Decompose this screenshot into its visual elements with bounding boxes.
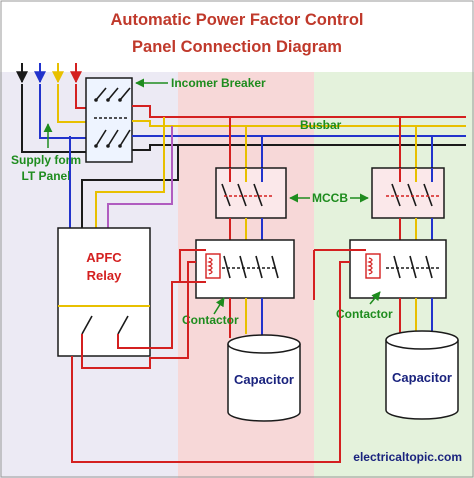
incoming-supply: [16, 63, 88, 153]
capacitor-icon: [227, 334, 301, 422]
apfc-label-line-2: Relay: [87, 268, 122, 283]
contactor-1: [195, 239, 295, 299]
contactor-2-arrow-icon: [369, 291, 381, 305]
mccb-2-feed: [399, 117, 433, 168]
busbar: [132, 105, 466, 151]
contactor-1-arrow-icon: [213, 297, 225, 315]
coil-icon: [365, 253, 381, 279]
mccb-contactor-wires: [229, 218, 433, 240]
capacitor-icon: [385, 330, 459, 420]
supply-label-line-2: LT Panel: [21, 169, 70, 183]
incomer-breaker-label: Incomer Breaker: [171, 76, 266, 90]
title-line-2: Panel Connection Diagram: [132, 38, 342, 56]
capacitor-2: Capacitor: [385, 330, 459, 420]
mccb-2: [371, 167, 445, 219]
mccb-1: [215, 167, 287, 219]
incomer-breaker: [85, 77, 133, 163]
switch-icon: [222, 255, 279, 279]
switch-icon: [386, 183, 440, 207]
capacitor-1: Capacitor: [227, 334, 301, 422]
mccb-1-feed: [229, 117, 263, 168]
contactor-2: [349, 239, 447, 299]
capacitor-1-label: Capacitor: [234, 372, 294, 387]
switch-icon: [81, 315, 129, 335]
contactor-capacitor-wires: [229, 298, 433, 338]
supply-label-line-1: Supply form: [11, 153, 81, 167]
apfc-relay: APFC Relay: [57, 227, 151, 357]
switch-icon: [94, 87, 131, 147]
mccb-label: MCCB: [312, 191, 348, 205]
relay-supply-wires: [69, 117, 179, 228]
relay-output-wiring: [71, 249, 366, 463]
capacitor-2-label: Capacitor: [392, 370, 452, 385]
contactor-1-label: Contactor: [182, 313, 239, 327]
apfc-label-line-1: APFC: [86, 250, 122, 265]
switch-icon: [221, 183, 272, 207]
busbar-label: Busbar: [300, 118, 342, 132]
switch-icon: [386, 255, 440, 279]
watermark: electricaltopic.com: [353, 450, 462, 464]
coil-icon: [205, 253, 221, 279]
title-line-1: Automatic Power Factor Control: [110, 11, 363, 29]
contactor-2-label: Contactor: [336, 307, 393, 321]
